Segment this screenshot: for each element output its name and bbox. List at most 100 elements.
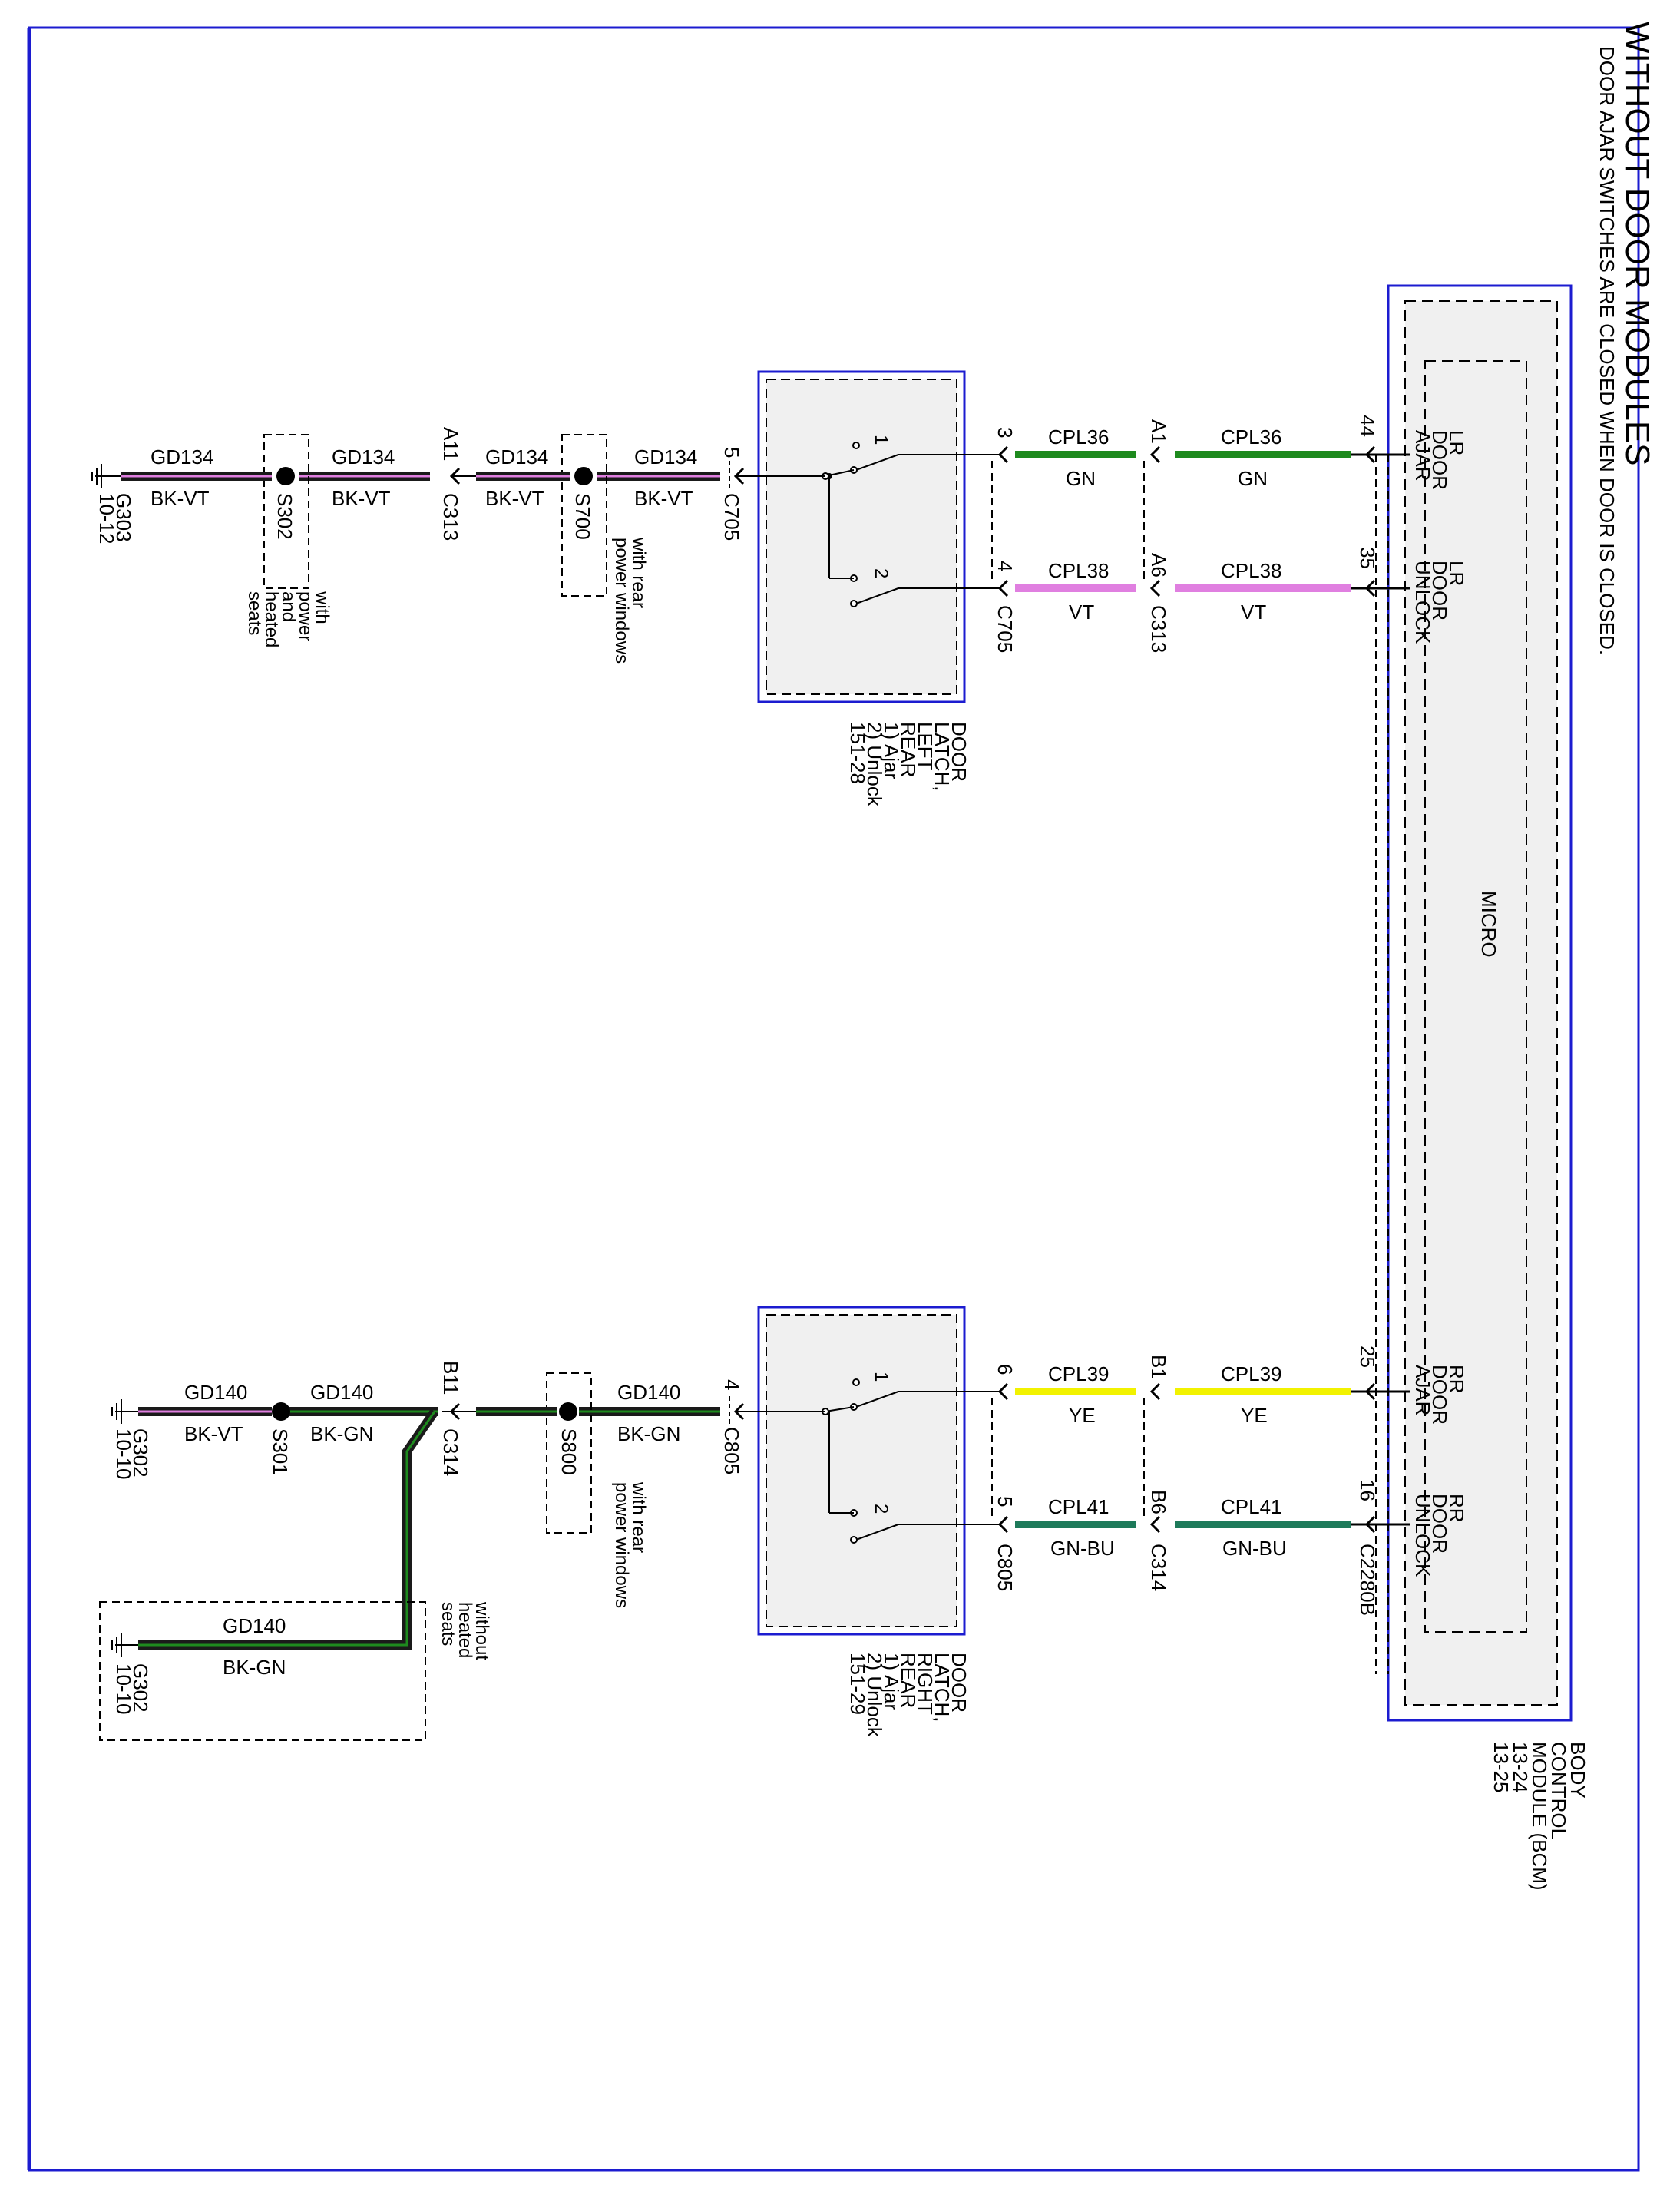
svg-text:RR: RR [1445, 1494, 1468, 1523]
pin-label: 5 [720, 447, 743, 458]
switch-number: 2 [871, 1504, 891, 1514]
bcm-micro-label: MICRO [1477, 891, 1500, 958]
svg-text:DOOR: DOOR [947, 1653, 971, 1713]
svg-text:RR: RR [1445, 1365, 1468, 1394]
svg-text:2) Unlock: 2) Unlock [863, 722, 886, 807]
pin-label: A1 [1147, 419, 1170, 444]
connector-arrow [1149, 1515, 1161, 1534]
wire-color-label: YE [1069, 1404, 1096, 1427]
wire-circuit-label: GD134 [150, 445, 213, 468]
pin-label: 3 [994, 427, 1017, 438]
connector-label: C314 [439, 1428, 462, 1476]
svg-text:AJAR: AJAR [1411, 430, 1434, 481]
svg-text:power: power [295, 591, 316, 641]
latch-right-label: DOOR LATCH, RIGHT REAR 1) Ajar 2) Unlock… [846, 1653, 971, 1738]
wire-circuit-label: GD140 [223, 1614, 286, 1637]
switch-number: 1 [871, 1372, 891, 1382]
latch-right-body [766, 1314, 957, 1627]
splice-note: with rear [628, 537, 649, 608]
svg-text:LATCH,: LATCH, [931, 722, 954, 792]
connector-arrow [1364, 579, 1376, 597]
svg-text:1) Ajar: 1) Ajar [880, 722, 903, 779]
s700-optional-box [561, 434, 607, 597]
connector-label: C313 [1147, 605, 1170, 653]
bcm-pin-rr-door-ajar: RR DOOR AJAR [1411, 1365, 1468, 1425]
diagram-note: DOOR AJAR SWITCHES ARE CLOSED WHEN DOOR … [1596, 46, 1619, 655]
wire-color-label: BK-VT [150, 487, 210, 510]
s800-optional-box [546, 1372, 592, 1534]
switch-unlock-right [828, 1412, 1000, 1544]
pin-label: A6 [1147, 553, 1170, 578]
bcm-pin-lr-door-ajar: LR DOOR AJAR [1411, 430, 1468, 490]
wire-color-label: GN-BU [1050, 1537, 1115, 1560]
wire-circuit-label: CPL39 [1221, 1362, 1282, 1385]
switch-ajar-right [825, 1378, 1000, 1412]
wire-color-label: YE [1241, 1404, 1268, 1427]
connector-arrow [733, 1402, 745, 1421]
ground-g303-icon [91, 464, 121, 488]
ground-label: G302 [129, 1663, 152, 1713]
connector-arrow [1364, 445, 1376, 464]
ground-ref: 10-12 [95, 493, 118, 544]
wire-color-label: BK-GN [223, 1656, 286, 1679]
wire-circuit-label: CPL36 [1221, 425, 1282, 448]
wire-color-label: GN [1238, 467, 1268, 490]
opt-note: without heated seats [438, 1601, 492, 1660]
ground-g302-icon [111, 1633, 138, 1657]
wire-color-label: BK-VT [485, 487, 544, 510]
wire-circuit-label: GD134 [332, 445, 395, 468]
wire-color-label: BK-GN [617, 1422, 680, 1445]
splice-s800 [559, 1402, 577, 1421]
pin-label: B11 [439, 1361, 462, 1395]
svg-text:seats: seats [244, 591, 265, 635]
wire-color-label: GN [1066, 467, 1096, 490]
svg-text:1) Ajar: 1) Ajar [880, 1653, 903, 1710]
connector-arrow [1149, 1382, 1161, 1401]
bcm-pin-number: 44 [1356, 415, 1379, 437]
svg-text:DOOR: DOOR [1428, 430, 1451, 490]
ground-ref: 10-10 [112, 1663, 135, 1715]
wire-circuit-label: GD134 [485, 445, 548, 468]
latch-left-body [766, 379, 957, 695]
ground-label: G303 [112, 493, 135, 542]
svg-text:LR: LR [1445, 561, 1468, 586]
bcm-name: BODY CONTROL MODULE (BCM) 13-24 13-25 [1490, 1742, 1589, 1891]
svg-text:UNLOCK: UNLOCK [1411, 1494, 1434, 1577]
svg-text:151-29: 151-29 [846, 1653, 869, 1715]
switch-number: 2 [871, 568, 891, 578]
connector-arrow [997, 579, 1009, 597]
bcm-name-line: BODY [1566, 1742, 1589, 1799]
bcm-module-body [1404, 300, 1558, 1706]
connector-label: C313 [439, 493, 462, 541]
splice-label: S301 [269, 1428, 292, 1475]
wire-color-label: GN-BU [1222, 1537, 1287, 1560]
splice-note: power windows [611, 1482, 632, 1608]
svg-text:heated: heated [261, 591, 282, 647]
wire-color-label: BK-GN [310, 1422, 373, 1445]
wire-circuit-label: GD134 [634, 445, 697, 468]
svg-text:DOOR: DOOR [1428, 1494, 1451, 1554]
connector-arrow [1364, 1382, 1376, 1401]
svg-text:REAR: REAR [897, 722, 920, 777]
wire-circuit-label: CPL39 [1048, 1362, 1110, 1385]
svg-text:AJAR: AJAR [1411, 1365, 1434, 1415]
ground-label: G302 [129, 1428, 152, 1478]
wire-circuit-label: GD140 [184, 1381, 247, 1404]
splice-s700 [574, 467, 593, 485]
splice-s301 [272, 1402, 290, 1421]
wire-circuit-label: CPL41 [1221, 1495, 1282, 1518]
svg-text:UNLOCK: UNLOCK [1411, 561, 1434, 644]
connector-arrow [1149, 579, 1161, 597]
svg-text:DOOR: DOOR [1428, 1365, 1451, 1425]
bcm-name-line: CONTROL [1547, 1742, 1570, 1839]
connector-label: C705 [720, 493, 743, 541]
svg-text:DOOR: DOOR [1428, 561, 1451, 621]
svg-text:LATCH,: LATCH, [931, 1653, 954, 1723]
svg-text:and: and [278, 591, 299, 622]
bcm-pin-rr-door-unlock: RR DOOR UNLOCK [1411, 1494, 1468, 1577]
connector-label: C805 [994, 1544, 1017, 1591]
pin-label: B1 [1147, 1355, 1170, 1379]
svg-text:without: without [471, 1601, 492, 1660]
connector-arrow [997, 1515, 1009, 1534]
